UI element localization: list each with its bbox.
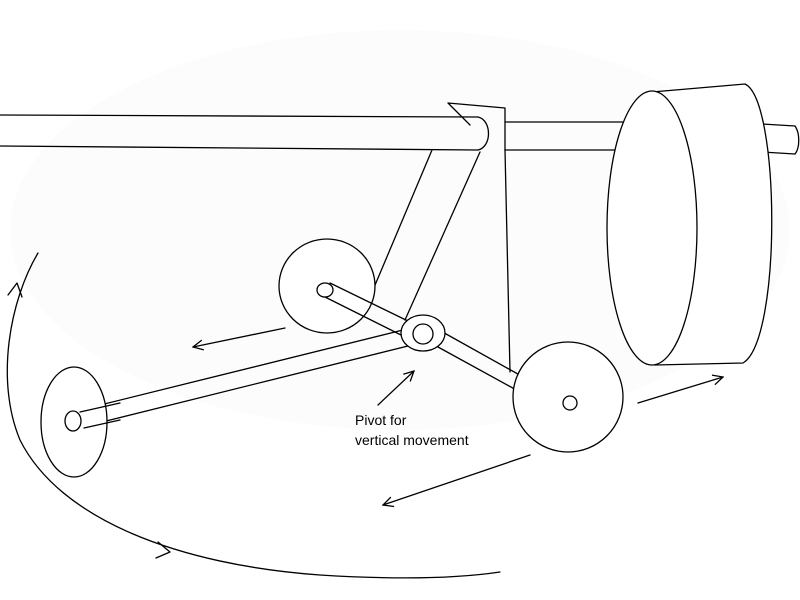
crank-arm — [324, 282, 411, 338]
upper-wheel-hub — [316, 282, 334, 298]
arrow-left-lower — [383, 454, 531, 505]
connecting-rod — [71, 326, 421, 429]
flywheel-face — [606, 90, 698, 366]
main-shaft-end — [477, 116, 490, 151]
rod-into-left-wheel — [79, 402, 121, 429]
bracket-plate — [447, 102, 506, 151]
pivot-inner — [412, 323, 434, 345]
lower-right-wheel-hub — [562, 395, 578, 411]
rotation-arrowhead-top — [7, 282, 23, 298]
upper-link — [369, 149, 481, 321]
left-wheel-hub — [64, 410, 82, 432]
rotation-arrowhead-bottom — [155, 541, 171, 559]
rotation-path — [6, 252, 501, 579]
pivot-annotation-line2: vertical movement — [355, 432, 469, 448]
background-smudge — [10, 30, 790, 430]
support-leg — [504, 149, 511, 373]
arrow-right-flywheel — [637, 377, 723, 404]
arrow-left-upper — [193, 327, 286, 347]
main-shaft — [0, 114, 479, 151]
pivot-annotation-line1: Pivot for — [355, 412, 407, 428]
stub-axle-end — [794, 125, 800, 155]
drive-arm — [429, 324, 526, 393]
pivot-annotation: Pivot for vertical movement — [355, 410, 469, 450]
arrow-to-pivot — [377, 371, 414, 406]
